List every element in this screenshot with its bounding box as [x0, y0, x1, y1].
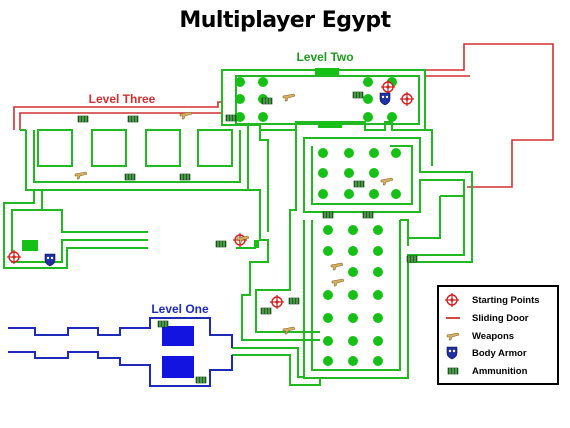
pillars: [235, 77, 401, 366]
legend-label: Sliding Door: [472, 313, 529, 324]
legend: Starting Points Sliding Door Weapons Bod…: [437, 285, 559, 385]
level-one-label: Level One: [151, 302, 209, 316]
body-armor-icon: [446, 346, 458, 360]
ammunition-icon: [352, 91, 364, 99]
starting-point-icon: [269, 294, 285, 310]
body-armor-icon: [379, 92, 391, 106]
legend-label: Ammunition: [472, 366, 528, 377]
ammunition-icon: [362, 211, 374, 219]
weapon-icon: [331, 278, 345, 287]
ammunition-icon: [288, 297, 300, 305]
ammunition-icon: [127, 115, 139, 123]
ammunition-icon: [353, 180, 365, 188]
weapon-icon: [330, 262, 344, 271]
ammunition-icon: [447, 367, 459, 375]
ammunition-icon: [195, 376, 207, 384]
weapon-icon: [282, 93, 296, 102]
starting-point-icon: [399, 91, 415, 107]
legend-label: Starting Points: [472, 295, 540, 306]
ammunition-icon: [406, 255, 418, 263]
ammunition-icon: [261, 97, 273, 105]
ammunition-icon: [124, 173, 136, 181]
level-three-walls: [13, 43, 554, 188]
level-three-label: Level Three: [89, 92, 156, 106]
ammunition-icon: [225, 114, 237, 122]
ammunition-icon: [215, 240, 227, 248]
map-title: Multiplayer Egypt: [179, 8, 391, 33]
weapon-icon: [380, 177, 394, 186]
ammunition-icon: [322, 211, 334, 219]
ammunition-icon: [157, 320, 169, 328]
ammunition-icon: [260, 307, 272, 315]
weapon-icon: [74, 171, 88, 180]
level-one-walls: [8, 317, 233, 387]
ammunition-icon: [179, 173, 191, 181]
body-armor-icon: [44, 253, 56, 267]
legend-label: Weapons: [472, 331, 514, 342]
level-two-label: Level Two: [296, 50, 353, 64]
ammunition-icon: [77, 115, 89, 123]
legend-label: Body Armor: [472, 348, 527, 359]
